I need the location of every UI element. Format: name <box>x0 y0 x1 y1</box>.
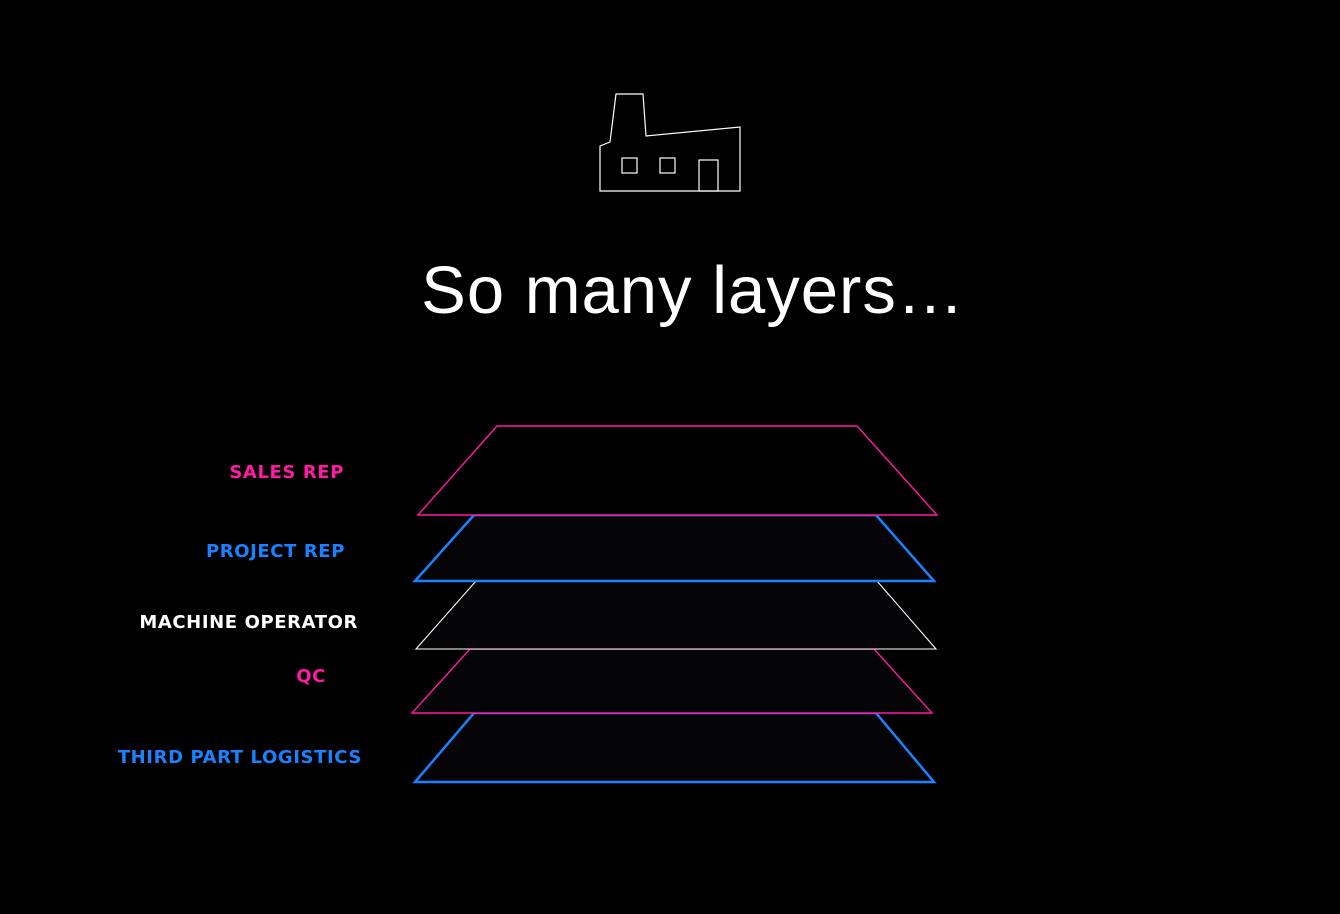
layer-plane-qc <box>410 648 934 714</box>
layer-plane-third-party-logistics <box>412 711 937 784</box>
page-title: So many layers… <box>421 253 965 328</box>
layer-label-machine-operator: MACHINE OPERATOR <box>139 612 358 633</box>
layer-plane-machine-operator <box>414 580 938 650</box>
layer-plane-sales-rep <box>416 425 939 516</box>
layer-plane-project-rep <box>412 513 937 583</box>
layer-label-sales-rep: SALES REP <box>229 462 344 483</box>
layer-label-project-rep: PROJECT REP <box>205 541 345 562</box>
layer-label-third-party-logistics: THIRD PART LOGISTICS <box>117 747 362 768</box>
layer-label-qc: QC <box>296 666 326 687</box>
factory-icon <box>599 93 741 192</box>
